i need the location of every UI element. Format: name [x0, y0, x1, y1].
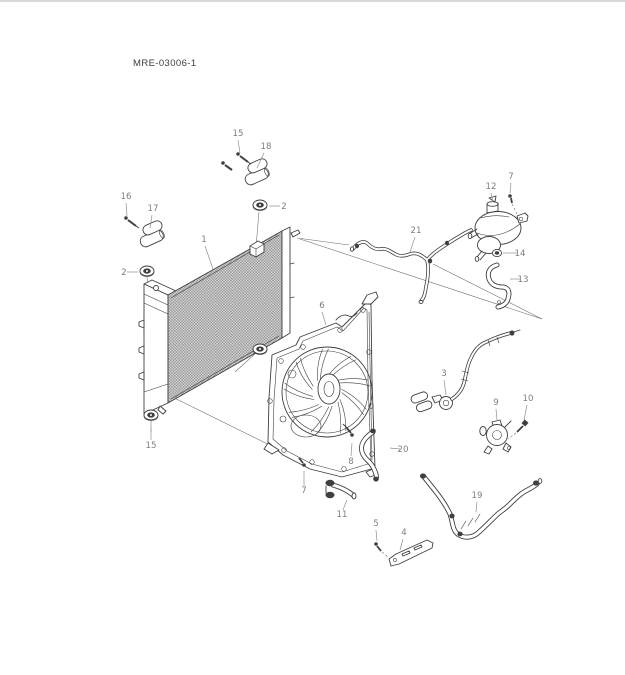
connector-pipe — [325, 479, 357, 500]
part-callout-1: 1 — [201, 235, 206, 245]
fan-blade-edge — [341, 389, 367, 410]
part-callout-18: 18 — [261, 142, 272, 152]
fan-ring — [281, 346, 373, 438]
hose-clamp — [427, 258, 433, 264]
fan-motor — [290, 414, 322, 438]
pump-inlet — [479, 426, 487, 436]
callout-leaders — [125, 139, 528, 551]
radiator-tank-fittings — [138, 319, 145, 381]
shroud-top-tab — [361, 291, 379, 305]
joint-valve — [439, 396, 453, 410]
fan-blade-edge — [319, 348, 329, 379]
reservoir-grommet-14 — [492, 248, 502, 258]
part-callout-15: 15 — [233, 129, 244, 139]
shroud-foot-left — [263, 442, 280, 455]
coolant-hose-joint — [410, 329, 521, 413]
part-callout-15: 15 — [146, 441, 157, 451]
part-callout-7: 7 — [508, 172, 513, 182]
part-callout-20: 20 — [398, 445, 409, 455]
part-callout-12: 12 — [486, 182, 497, 192]
coolant-hose-front — [359, 428, 379, 482]
part-callout-9: 9 — [493, 398, 498, 408]
hose-bracket-bolt — [374, 542, 389, 558]
hose-clamp — [373, 476, 379, 482]
lower-mount-grommet-left — [143, 409, 159, 422]
hose-clamp — [449, 513, 455, 519]
part-callout-7: 7 — [301, 486, 306, 496]
part-callout-8: 8 — [348, 457, 353, 467]
part-callout-2: 2 — [121, 268, 126, 278]
hose-clamp — [420, 473, 426, 479]
part-callout-14: 14 — [515, 249, 526, 259]
reservoir-bottom-nipple — [474, 256, 480, 262]
part-callout-16: 16 — [121, 192, 132, 202]
radiator-core — [167, 230, 283, 404]
diagram-code: MRE-03006-1 — [133, 58, 197, 69]
part-callout-4: 4 — [401, 528, 406, 538]
shroud-bolt-lower — [298, 457, 306, 467]
part-callout-3: 3 — [441, 369, 446, 379]
radiator-filler-neck — [153, 285, 159, 291]
radiator-upper-port — [290, 229, 301, 238]
hose-clamp — [445, 240, 449, 246]
part-callout-11: 11 — [337, 510, 348, 520]
part-callout-5: 5 — [373, 519, 378, 529]
fan-blade-edge — [336, 378, 369, 381]
reservoir-overflow-hose — [349, 228, 473, 304]
part-callout-13: 13 — [518, 275, 529, 285]
upper-mount-grommet-right — [252, 199, 268, 212]
fan-blades — [283, 348, 370, 434]
part-callout-6: 6 — [319, 301, 324, 311]
radiator — [138, 226, 301, 415]
radiator-bracket-left — [124, 216, 165, 248]
hose-clamp — [355, 243, 359, 249]
radiator-bracket-right — [221, 152, 270, 186]
hose-clamp — [509, 330, 515, 336]
fan-blade-edge — [341, 392, 364, 415]
part-callout-17: 17 — [148, 204, 159, 214]
hose-clamp — [370, 428, 376, 434]
bolt-16-head — [124, 216, 128, 220]
fan-blade-edge — [337, 401, 342, 434]
pump-volute — [486, 424, 508, 446]
hose-clamp — [457, 531, 463, 537]
shroud-bolt-upper — [342, 423, 354, 437]
radiator-drain-plug — [157, 405, 167, 415]
coolant-reservoir — [467, 194, 529, 310]
fan-blade-edge — [316, 405, 333, 434]
reservoir-left-nipple — [467, 232, 473, 240]
part-callout-21: 21 — [411, 226, 422, 236]
fan-blade-edge — [338, 382, 370, 387]
shroud-screw-bosses — [267, 307, 375, 472]
fan-blade-edge — [283, 388, 315, 400]
hose-clamp — [533, 480, 539, 486]
radiator-upper-mount-pin — [249, 240, 265, 258]
part-callout-19: 19 — [472, 491, 483, 501]
upper-mount-grommet-left — [139, 265, 155, 278]
bolt-head-2 — [221, 161, 225, 165]
part-callout-10: 10 — [523, 394, 534, 404]
part-callout-2: 2 — [281, 202, 286, 212]
fan-blade-edge — [300, 357, 314, 387]
auxiliary-water-pump — [479, 419, 512, 455]
water-pump-bolt — [507, 419, 529, 440]
lower-coolant-hose — [420, 473, 543, 540]
hose-bracket — [388, 539, 434, 567]
fan-hub — [317, 373, 341, 405]
bolt-15-head — [236, 152, 240, 156]
bolt-7-head — [508, 194, 512, 198]
fan-blade-edge — [284, 382, 313, 397]
fan-blade-edge — [317, 348, 323, 381]
fan-blade-edge — [288, 404, 320, 413]
fan-blade-edge — [310, 406, 330, 433]
radiator-right-tank — [281, 226, 291, 339]
fan-blade-edge — [295, 361, 313, 390]
shroud-hose-clip — [335, 312, 358, 321]
lower-mount-grommet-right — [252, 343, 268, 356]
fan-blade-edge — [291, 405, 323, 418]
